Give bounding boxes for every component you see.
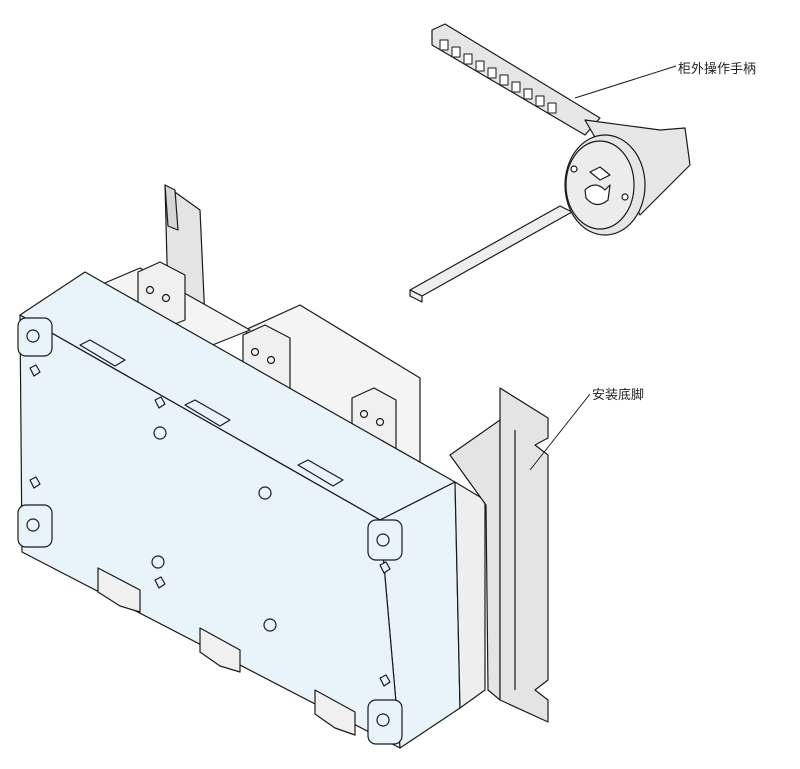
switch-body [17, 271, 486, 749]
external-operating-handle [431, 23, 691, 236]
mounting-foot [449, 387, 549, 723]
handle-leader-line [574, 65, 677, 99]
foot-leader-line [529, 393, 591, 471]
body-front-face [19, 314, 401, 749]
bottom-terminals [97, 567, 356, 736]
handle-label: 柜外操作手柄 [678, 62, 757, 77]
mounting-foot-label: 安装底脚 [592, 388, 645, 403]
drive-shaft [409, 205, 573, 303]
